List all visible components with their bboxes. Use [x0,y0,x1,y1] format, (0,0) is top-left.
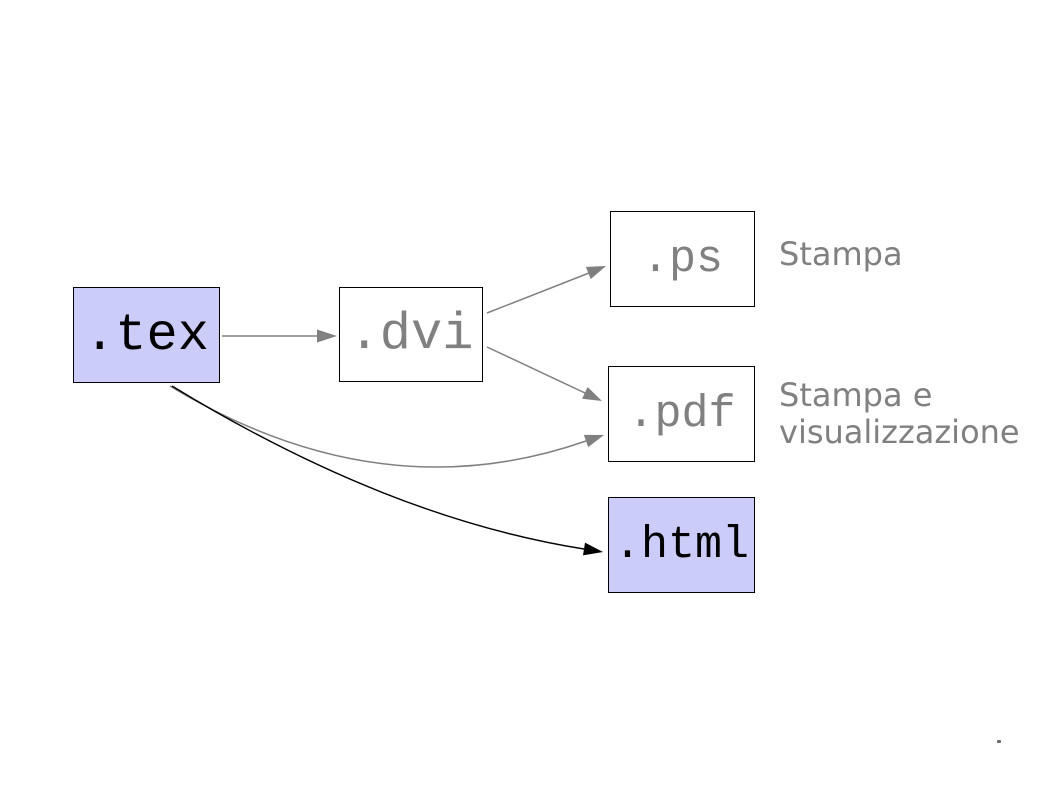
note-stampa-text: Stampa [779,235,903,273]
node-tex-label: .tex [84,305,209,365]
edge-tex-dvi [222,329,337,343]
node-tex: .tex [73,287,220,383]
node-pdf: .pdf [608,366,755,462]
node-html: .html [608,497,755,593]
node-html-label: .html [613,519,750,571]
edge-tex-pdf [169,385,604,468]
edge-tex-html [171,385,603,556]
note-stampa-visualizzazione: Stampa e visualizzazione [779,377,1020,451]
node-dvi-label: .dvi [348,305,474,364]
note-stampa-visualizzazione-line2: visualizzazione [779,413,1020,451]
node-ps-label: .ps [641,233,723,285]
node-dvi: .dvi [339,287,483,382]
note-stampa: Stampa [779,236,903,273]
node-ps: .ps [610,211,755,307]
edge-dvi-pdf [486,346,602,401]
edge-dvi-ps [486,266,606,314]
stray-dot [997,740,1001,743]
note-stampa-visualizzazione-line1: Stampa e [779,376,933,414]
node-pdf-label: .pdf [627,388,736,440]
